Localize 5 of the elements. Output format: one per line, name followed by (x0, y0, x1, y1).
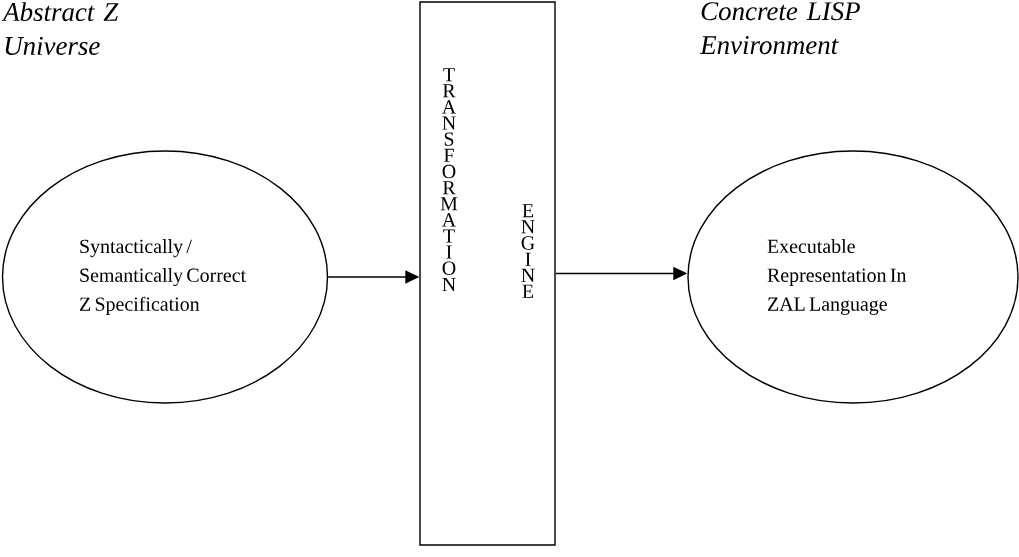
vertical-text-box: TRANSFORMATION ENGINE (419, 1, 556, 546)
ellipse-node: Syntactically / Semantically Correct Z Specification (1, 150, 329, 404)
ellipse-node: Executable Representation In ZAL Language (687, 150, 1019, 404)
region-heading: Abstract Z Universe (1, 2, 119, 55)
region-heading: Concrete LISP Environment (699, 2, 860, 55)
